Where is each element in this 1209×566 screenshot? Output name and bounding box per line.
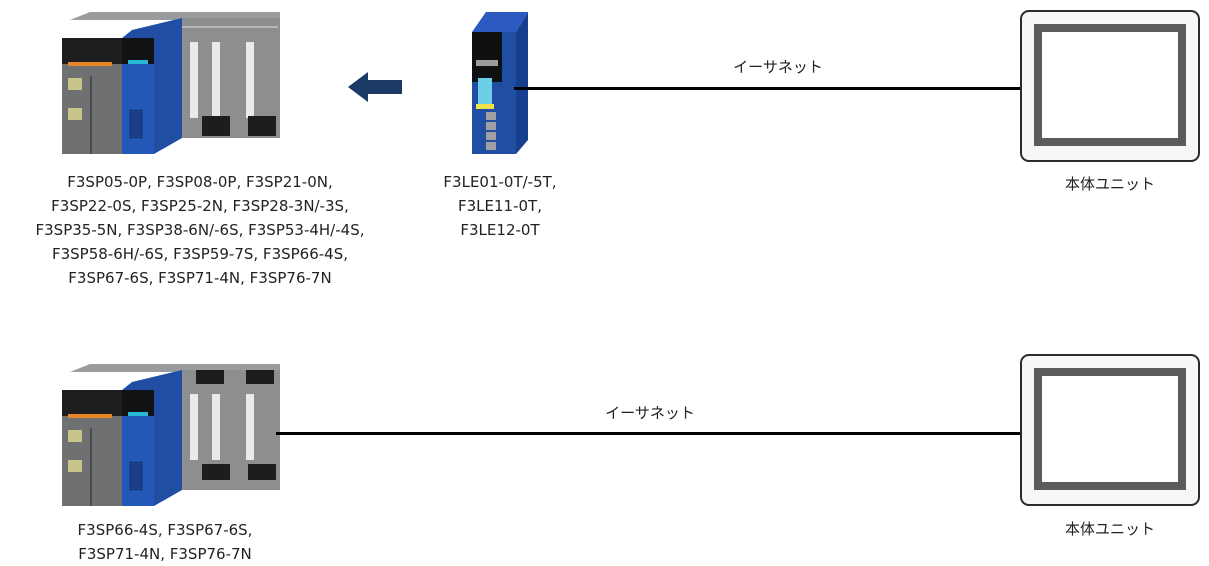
caption-line: F3LE01-0T/-5T, — [443, 173, 557, 191]
plc-rack-2 — [62, 364, 282, 506]
hmi-panel-icon — [1020, 354, 1200, 506]
caption-line: F3SP58-6H/-6S, F3SP59-7S, F3SP66-4S, — [51, 245, 349, 263]
ethernet-cable-label: イーサネット — [605, 404, 695, 422]
panel-caption: 本体ユニット — [1064, 175, 1155, 193]
hmi-panel — [1020, 10, 1200, 162]
ethernet-module-caption: F3LE01-0T/-5T, F3LE11-0T, F3LE12-0T — [420, 170, 580, 242]
plc-rack-1 — [62, 12, 282, 154]
plc-model-caption: F3SP05-0P, F3SP08-0P, F3SP21-0N, F3SP22-… — [0, 170, 410, 290]
caption-line: F3SP66-4S, F3SP67-6S, — [77, 521, 253, 539]
ethernet-cable-label: イーサネット — [733, 58, 823, 76]
caption-line: F3SP05-0P, F3SP08-0P, F3SP21-0N, — [67, 173, 333, 191]
plc-model-caption: F3SP66-4S, F3SP67-6S, F3SP71-4N, F3SP76-… — [40, 518, 290, 566]
caption-line: F3SP67-6S, F3SP71-4N, F3SP76-7N — [68, 269, 332, 287]
hmi-panel — [1020, 354, 1200, 506]
left-arrow-icon — [348, 70, 402, 104]
ethernet-module-icon — [472, 12, 528, 154]
caption-line: F3SP35-5N, F3SP38-6N/-6S, F3SP53-4H/-4S, — [35, 221, 365, 239]
ethernet-module — [468, 12, 530, 156]
panel-caption: 本体ユニット — [1064, 520, 1155, 538]
plc-rack-icon — [62, 364, 280, 506]
caption-line: F3SP71-4N, F3SP76-7N — [78, 545, 252, 563]
caption-line: F3LE12-0T — [460, 221, 540, 239]
ethernet-cable — [514, 87, 1022, 90]
plc-rack-icon — [62, 12, 280, 154]
hmi-panel-icon — [1020, 10, 1200, 162]
caption-line: F3LE11-0T, — [458, 197, 542, 215]
caption-line: F3SP22-0S, F3SP25-2N, F3SP28-3N/-3S, — [51, 197, 349, 215]
ethernet-cable — [276, 432, 1022, 435]
